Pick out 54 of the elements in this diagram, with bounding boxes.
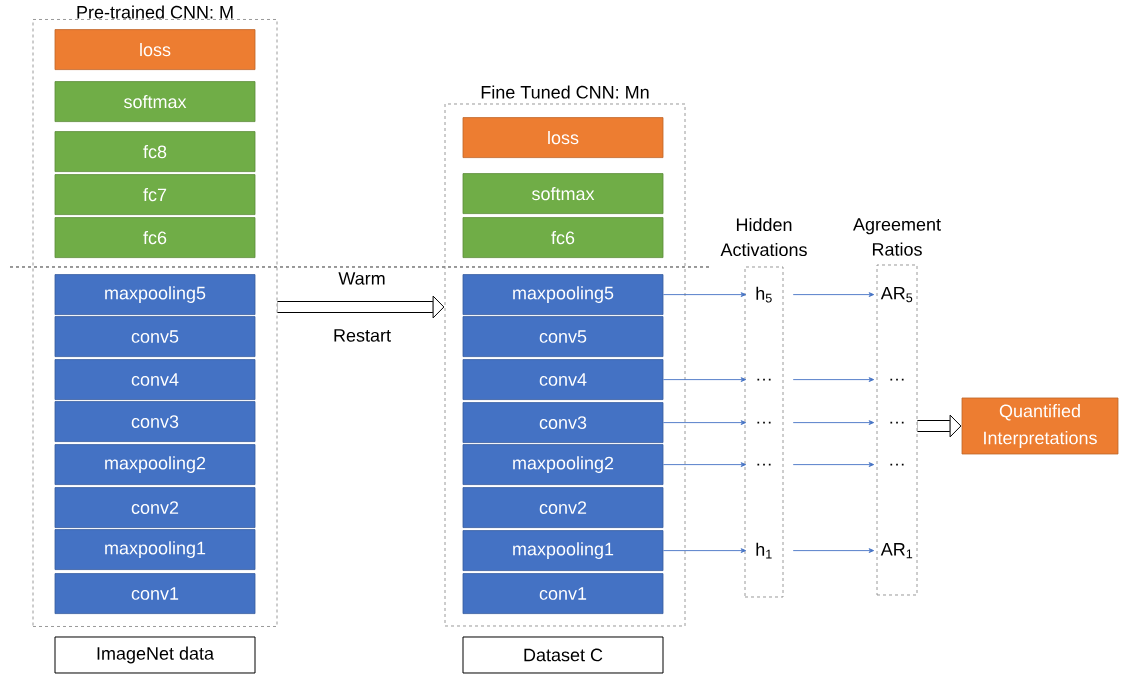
value-label: h$_{5}$ [756, 286, 772, 303]
arrow [792, 548, 875, 553]
layer-box: conv3 [54, 401, 256, 442]
layer-box: maxpooling5 [462, 274, 664, 315]
data-box: ImageNet data [54, 636, 256, 674]
data-box: Dataset C [462, 636, 664, 674]
value-label: AR$_{1}$ [880, 543, 913, 559]
value-label: … [757, 378, 771, 381]
arrow [792, 420, 875, 425]
arrow [662, 292, 747, 297]
node-label: Fine Tuned CNN: Mn [481, 85, 649, 99]
layer-box: maxpooling5 [54, 274, 256, 315]
node-label: Agreement Ratios [853, 218, 941, 256]
node-label: Hidden Activations [720, 217, 807, 257]
layer-box: loss [462, 117, 664, 158]
layer-box: maxpooling1 [462, 530, 664, 571]
value-label: … [890, 463, 904, 466]
layer-box: softmax [54, 81, 256, 122]
layer-box: maxpooling2 [54, 444, 256, 485]
layer-box: maxpooling1 [54, 529, 256, 570]
arrow [917, 414, 962, 438]
layer-box: conv5 [462, 316, 664, 357]
value-label: … [890, 378, 904, 381]
arrow [277, 295, 445, 319]
value-label: … [757, 463, 771, 466]
layer-box: conv2 [462, 487, 664, 528]
value-label: h$_{1}$ [756, 542, 772, 559]
arrow [662, 462, 747, 467]
arrow [662, 420, 747, 425]
layer-box: conv5 [54, 316, 256, 357]
value-label: AR$_{5}$ [880, 287, 913, 303]
layer-box: softmax [462, 173, 664, 214]
node-label: Pre-trained CNN: M [77, 5, 233, 19]
layer-box: fc8 [54, 131, 256, 172]
arrow [662, 548, 747, 553]
arrow [662, 377, 747, 382]
layer-box: fc6 [54, 217, 256, 258]
layer-box: fc7 [54, 174, 256, 215]
layer-box: conv4 [54, 359, 256, 400]
layer-box: conv4 [462, 359, 664, 400]
layer-box: maxpooling2 [462, 444, 664, 485]
edge-label: Warm Restart [334, 272, 391, 342]
result-box: Quantified Interpretations [961, 397, 1119, 455]
arrow [792, 377, 875, 382]
layer-box: conv1 [462, 573, 664, 614]
arrow [792, 292, 875, 297]
layer-box: conv2 [54, 487, 256, 528]
layer-box: conv1 [54, 573, 256, 614]
layer-box: conv3 [462, 402, 664, 443]
value-label: … [757, 421, 771, 424]
layer-box: fc6 [462, 217, 664, 258]
value-label: … [890, 421, 904, 424]
layer-box: loss [54, 29, 256, 70]
arrow [792, 462, 875, 467]
